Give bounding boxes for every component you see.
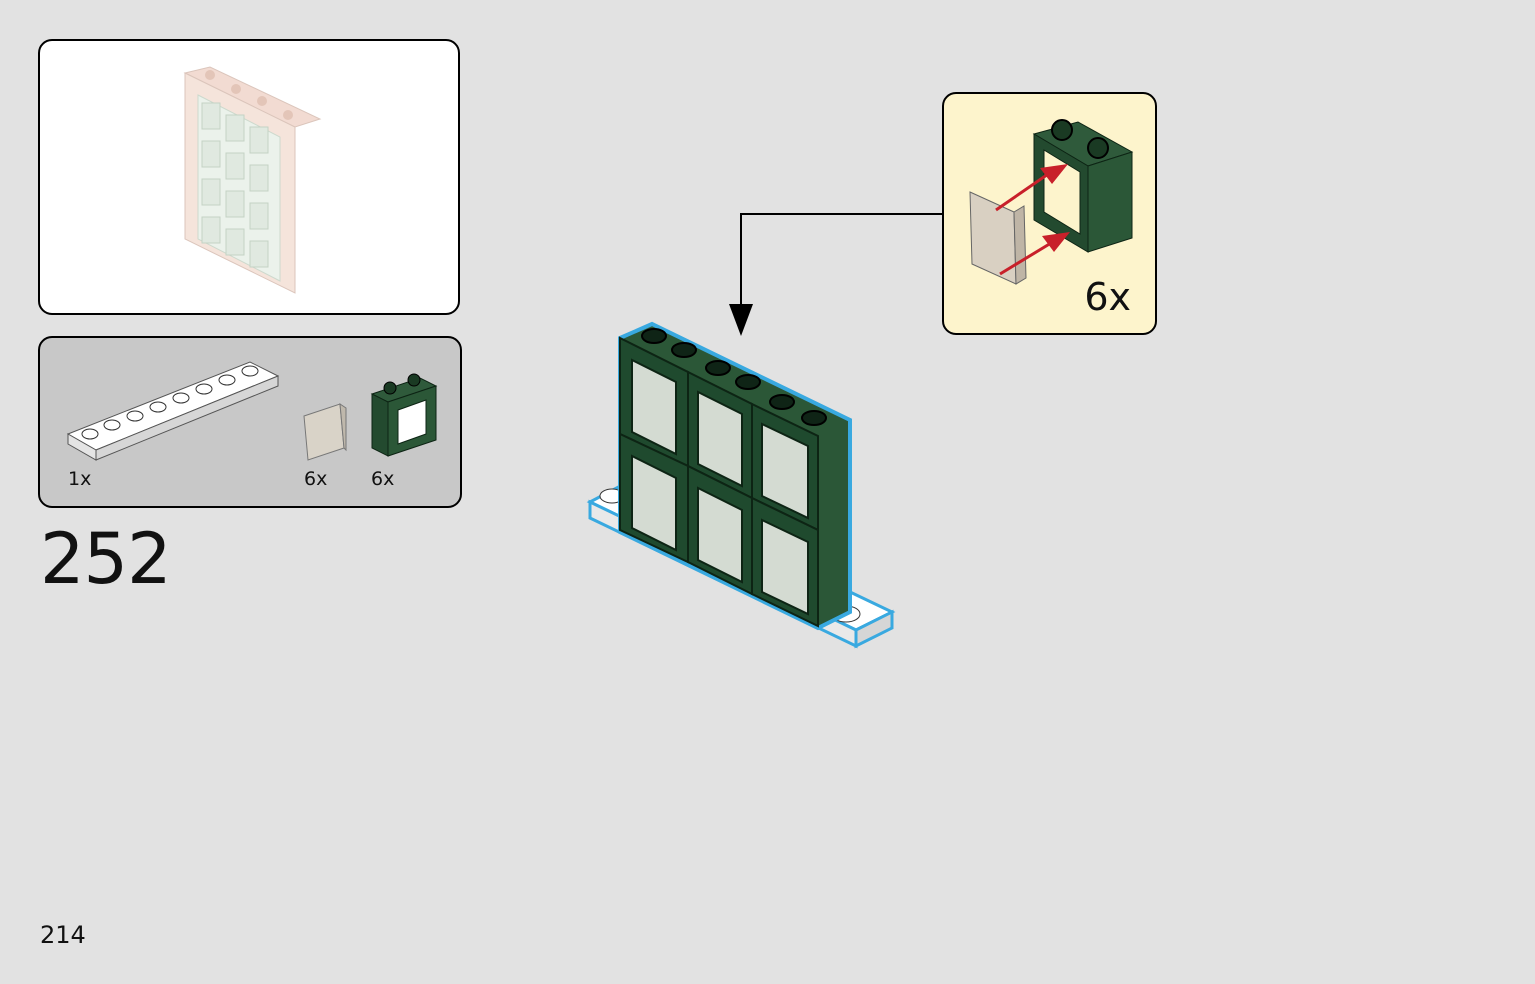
- insert-arrow-bottom: [999, 238, 1057, 276]
- part-qty-glass: 6x: [304, 468, 328, 490]
- step-number: 252: [40, 518, 172, 600]
- insert-arrow-top: [995, 168, 1055, 212]
- callout-frame: [1032, 119, 1134, 253]
- preview-panel: [38, 39, 460, 315]
- window-glass-part: [303, 403, 347, 461]
- part-qty-frame: 6x: [371, 468, 395, 490]
- callout-glass: [969, 191, 1027, 285]
- part-qty-rail-plate: 1x: [68, 468, 92, 490]
- completed-assembly-preview: [183, 66, 322, 294]
- parts-list-panel: 1x 6x 6x: [38, 336, 462, 508]
- substep-callout: 6x: [942, 92, 1157, 335]
- window-frame-grid: [618, 321, 852, 631]
- callout-quantity: 6x: [1084, 275, 1131, 319]
- rail-plate-part: [66, 361, 280, 461]
- substep-illustration: [969, 119, 1134, 285]
- main-build-illustration: [586, 321, 896, 649]
- parts-illustrations: [66, 361, 438, 461]
- window-frame-part: [370, 373, 438, 457]
- page-number: 214: [40, 921, 86, 949]
